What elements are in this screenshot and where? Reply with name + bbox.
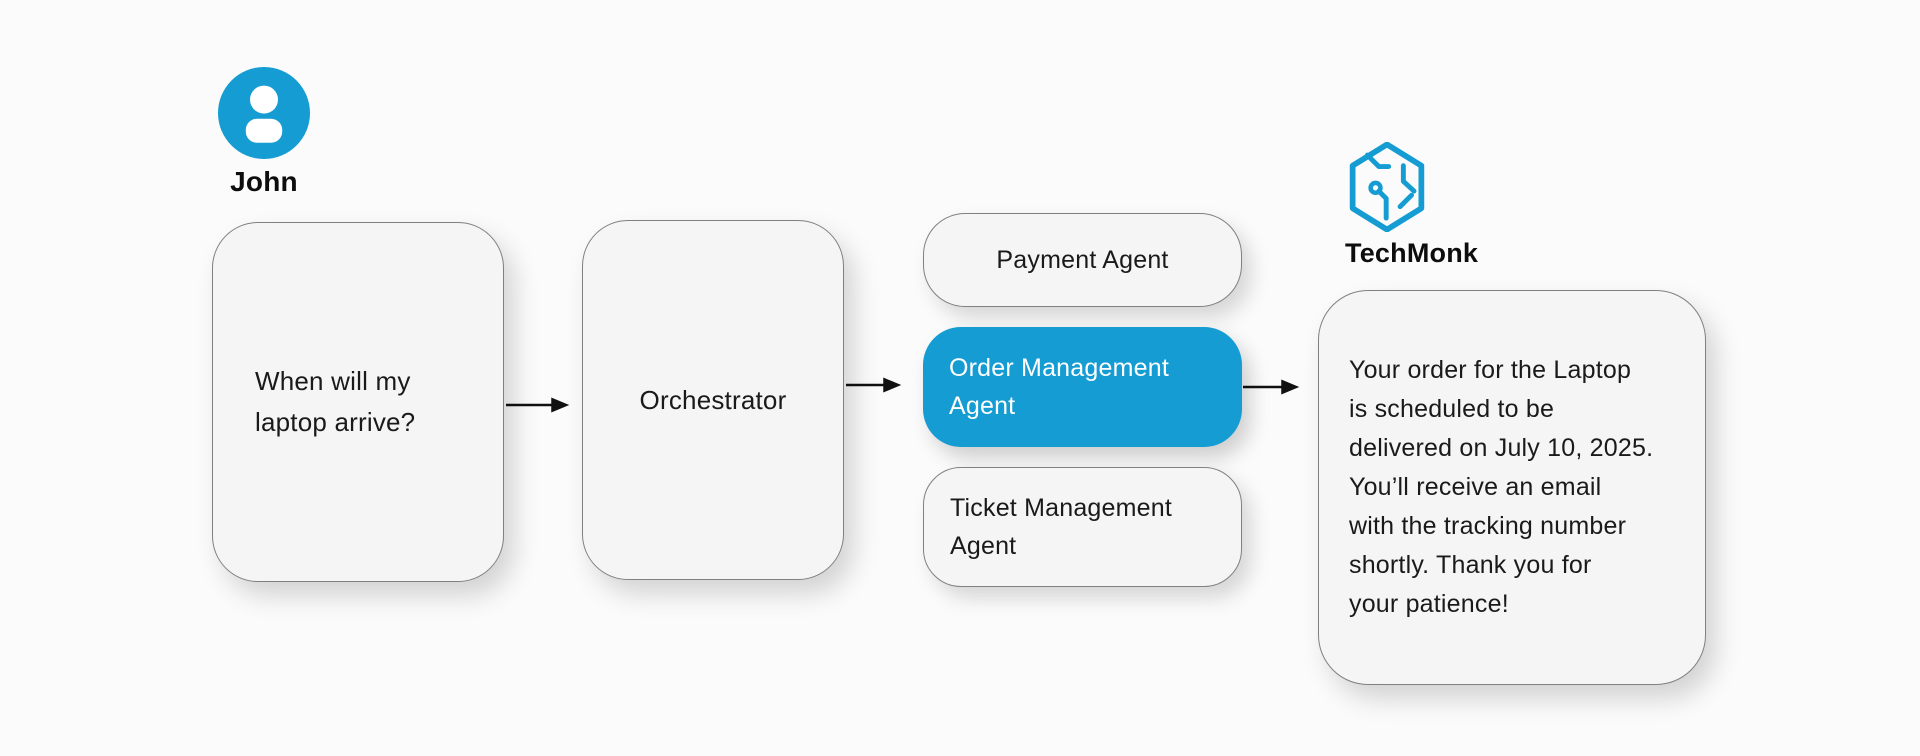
person-icon [245, 85, 283, 143]
user-question-box: When will my laptop arrive? [212, 222, 504, 582]
response-box: Your order for the Laptop is scheduled t… [1318, 290, 1706, 685]
brand-name-label: TechMonk [1345, 238, 1479, 268]
agent-label: Payment Agent [996, 245, 1169, 274]
user-question-text: When will my laptop arrive? [255, 366, 416, 437]
agent-label: Ticket Management Agent [950, 494, 1173, 560]
agent-box-ticket-management: Ticket Management Agent [923, 467, 1242, 587]
agent-box-order-management: Order Management Agent [923, 327, 1242, 447]
orchestrator-label: Orchestrator [639, 384, 787, 415]
avatar [218, 67, 310, 159]
response-text: Your order for the Laptop is scheduled t… [1349, 356, 1654, 618]
user-name-label: John [230, 166, 298, 197]
agent-box-payment: Payment Agent [923, 213, 1242, 307]
hexagon-circuit-icon [1349, 142, 1425, 232]
agent-label: Order Management Agent [949, 354, 1169, 420]
orchestrator-box: Orchestrator [582, 220, 844, 580]
